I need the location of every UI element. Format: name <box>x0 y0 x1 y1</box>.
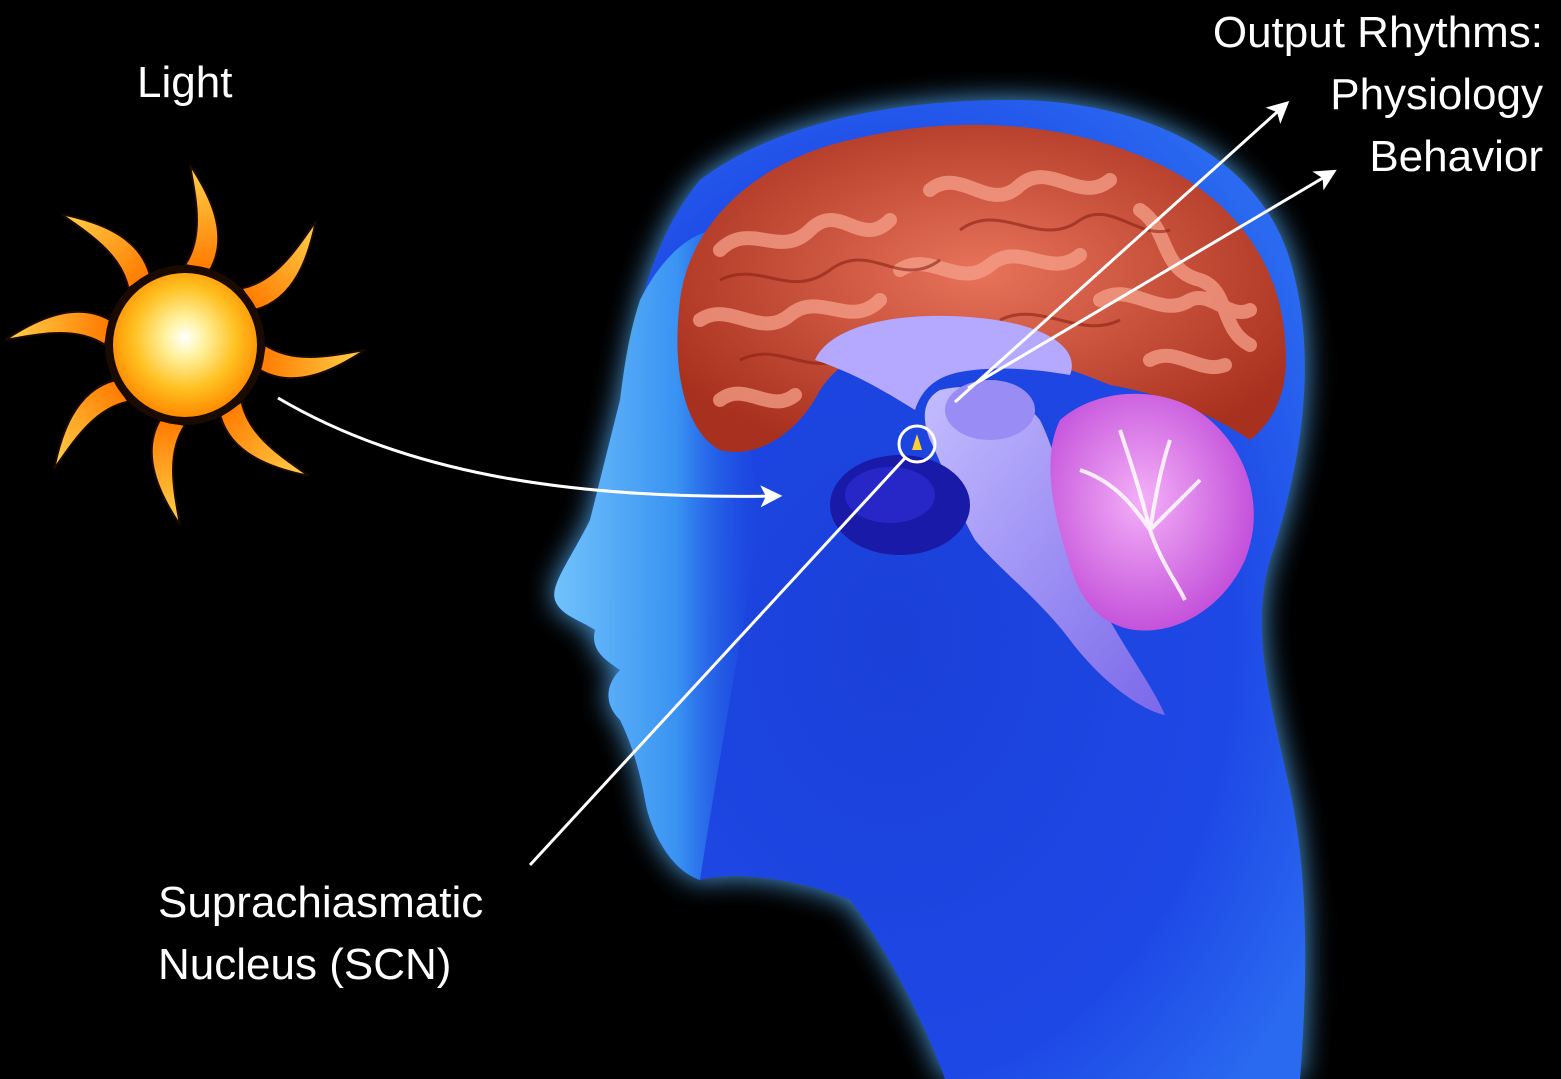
scn-label-line2: Nucleus (SCN) <box>158 934 483 996</box>
thalamus <box>945 380 1035 440</box>
output-rhythms-label: Output Rhythms: Physiology Behavior <box>1213 2 1543 188</box>
sun-icon <box>5 165 365 525</box>
light-label: Light <box>137 52 232 114</box>
output-rhythms-title: Output Rhythms: <box>1213 2 1543 64</box>
output-behavior: Behavior <box>1213 126 1543 188</box>
output-physiology: Physiology <box>1213 64 1543 126</box>
scn-label: Suprachiasmatic Nucleus (SCN) <box>158 872 483 996</box>
scn-label-line1: Suprachiasmatic <box>158 872 483 934</box>
